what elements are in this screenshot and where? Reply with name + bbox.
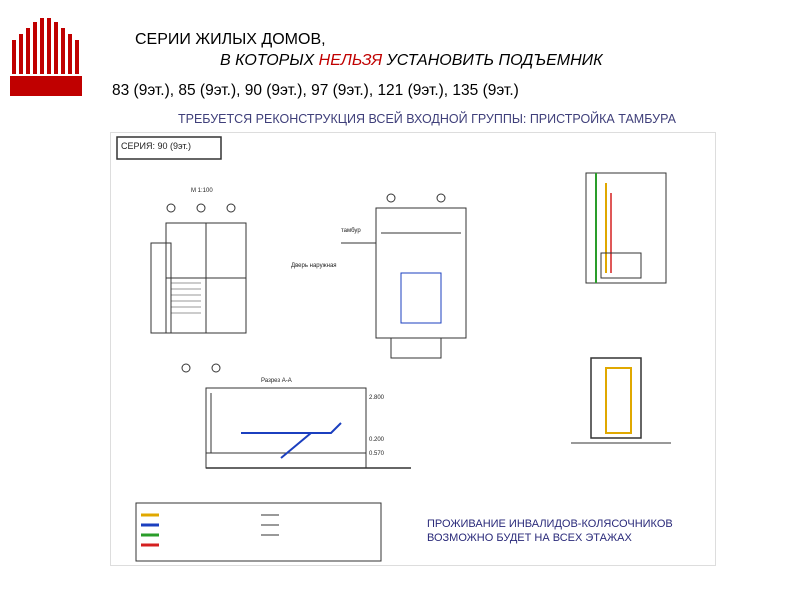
elevation-mark-3: 0.570 [369, 451, 385, 457]
series-list: 83 (9эт.), 85 (9эт.), 90 (9эт.), 97 (9эт… [112, 82, 519, 99]
accessibility-note: ПРОЖИВАНИЕ ИНВАЛИДОВ-КОЛЯСОЧНИКОВ ВОЗМОЖ… [427, 517, 673, 545]
technical-drawing: СЕРИЯ: 90 (9эт.) М 1:100 Разрез А-А 2.80… [110, 132, 716, 566]
title-line1: СЕРИИ ЖИЛЫХ ДОМОВ, [135, 31, 326, 48]
tambour-label: тамбур [341, 228, 361, 234]
title-line2: В КОТОРЫХ НЕЛЬЗЯ УСТАНОВИТЬ ПОДЪЕМНИК [220, 52, 603, 70]
title-accent-word: НЕЛЬЗЯ [318, 52, 383, 69]
section-label: Разрез А-А [261, 378, 292, 384]
elevation-mark-1: 2.800 [369, 395, 385, 401]
drawing-stamp: СЕРИЯ: 90 (9эт.) [121, 141, 192, 151]
note-line2: ВОЗМОЖНО БУДЕТ НА ВСЕХ ЭТАЖАХ [427, 532, 632, 544]
title-line2-prefix: В КОТОРЫХ [220, 52, 319, 69]
title-line2-suffix: УСТАНОВИТЬ ПОДЪЕМНИК [382, 52, 603, 69]
note-line1: ПРОЖИВАНИЕ ИНВАЛИДОВ-КОЛЯСОЧНИКОВ [427, 518, 673, 530]
elevation-mark-2: 0.200 [369, 437, 385, 443]
drawing-svg [116, 136, 671, 562]
logo [10, 18, 90, 98]
plan-scale-label: М 1:100 [191, 188, 213, 194]
door-label: Дверь наружная [291, 263, 337, 269]
subtitle: ТРЕБУЕТСЯ РЕКОНСТРУКЦИЯ ВСЕЙ ВХОДНОЙ ГРУ… [178, 112, 676, 126]
